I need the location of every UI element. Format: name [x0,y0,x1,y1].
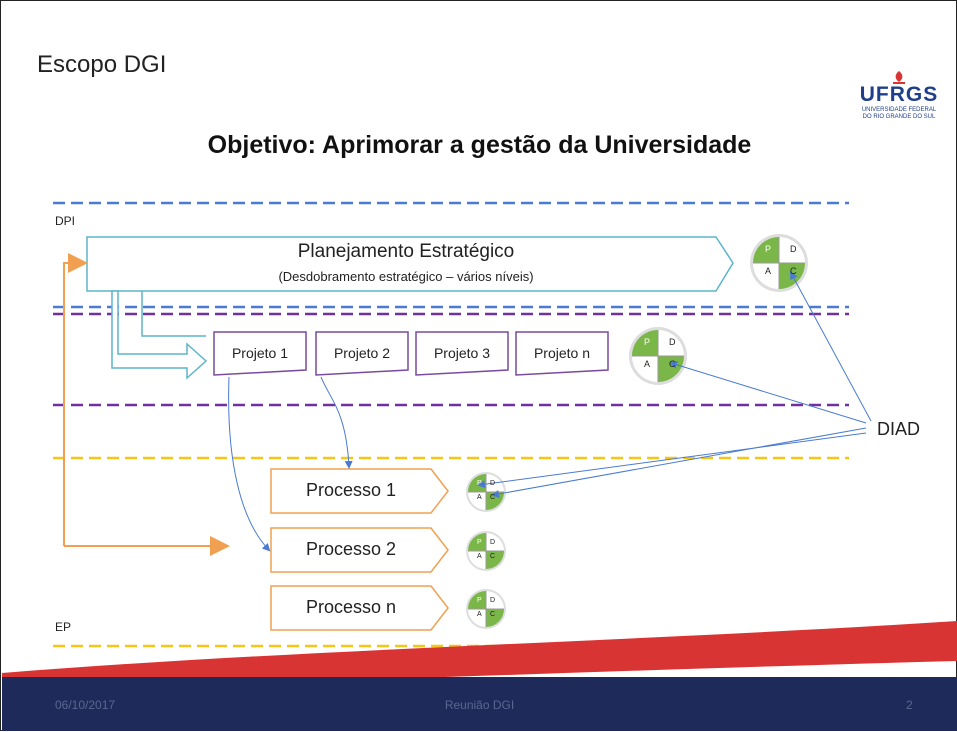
pdca-d-label: D [669,337,676,347]
footer-bar [2,677,957,731]
pdca-d-label: D [790,244,797,254]
slide-heading: Objetivo: Aprimorar a gestão da Universi… [207,131,752,159]
pdca-c-label: C [490,611,496,618]
planning-inner-connector [141,291,206,337]
project-box-n [515,331,609,376]
project-box-3 [415,331,509,376]
pdca-c-label: C [669,359,676,369]
ufrgs-logo: UFRGS UNIVERSIDADE FEDERAL DO RIO GRANDE… [849,71,949,131]
pdca-c-label: C [490,553,496,560]
process-box-n [270,585,449,631]
pdca-d-label: D [490,480,496,487]
pdca-a-label: A [477,553,482,560]
pdca-p-label: P [477,480,482,487]
project-box-1 [213,331,307,376]
project-label-3: Projeto 3 [433,345,491,361]
process-box-1 [270,468,449,514]
pdca-icon-process-n [466,589,506,629]
pdca-icon-process-2 [466,531,506,571]
logo-name: UFRGS [859,83,939,106]
process-label-1: Processo 1 [305,480,397,500]
planning-to-projects-arrow [111,290,208,380]
pdca-p-label: P [765,244,772,254]
orange-feedback-line [63,253,88,546]
pdca-a-label: A [644,359,651,369]
pdca-icon-projects [629,327,687,385]
pdca-a-label: A [765,266,772,276]
footer-title: Reunião DGI [444,698,515,712]
diad-line-planning [790,271,872,422]
pdca-p-label: P [644,337,651,347]
red-swoosh [2,621,957,691]
pdca-icon-planning [750,234,808,292]
project2-to-process1-arrow [320,376,353,469]
logo-line-1: UNIVERSIDADE FEDERAL [861,107,937,113]
diad-line-process-p [477,432,867,489]
flame-icon [893,71,905,84]
process-label-2: Processo 2 [305,539,397,559]
project-box-2 [315,331,409,376]
pdca-p-label: P [477,597,482,604]
process-box-2 [270,527,449,573]
pdca-icon-process-1 [466,472,506,512]
pdca-d-label: D [490,597,496,604]
planning-arrow-box [86,236,734,292]
slide-title: Escopo DGI [37,51,167,78]
footer-date: 06/10/2017 [55,698,116,712]
lane-label-ep: EP [55,620,72,634]
pdca-d-label: D [490,539,496,546]
pdca-p-label: P [477,539,482,546]
planning-title: Planejamento Estratégico [297,241,515,262]
footer-page-number: 2 [906,698,913,712]
pdca-c-label: C [790,266,797,276]
pdca-c-label: C [490,494,496,501]
project-label-1: Projeto 1 [231,345,289,361]
pdca-a-label: A [477,611,482,618]
project1-to-process2-arrow [228,376,271,552]
pdca-a-label: A [477,494,482,501]
diad-line-process-c [491,427,867,498]
process-label-n: Processo n [305,597,397,617]
diad-label: DIAD [877,419,921,439]
project-label-n: Projeto n [533,345,591,361]
logo-line-2: DO RIO GRANDE DO SUL [862,114,936,120]
project-label-2: Projeto 2 [333,345,391,361]
diad-line-projects [669,360,867,424]
planning-subtitle: (Desdobramento estratégico – vários níve… [278,269,534,284]
lane-label-dpi: DPI [55,214,76,228]
